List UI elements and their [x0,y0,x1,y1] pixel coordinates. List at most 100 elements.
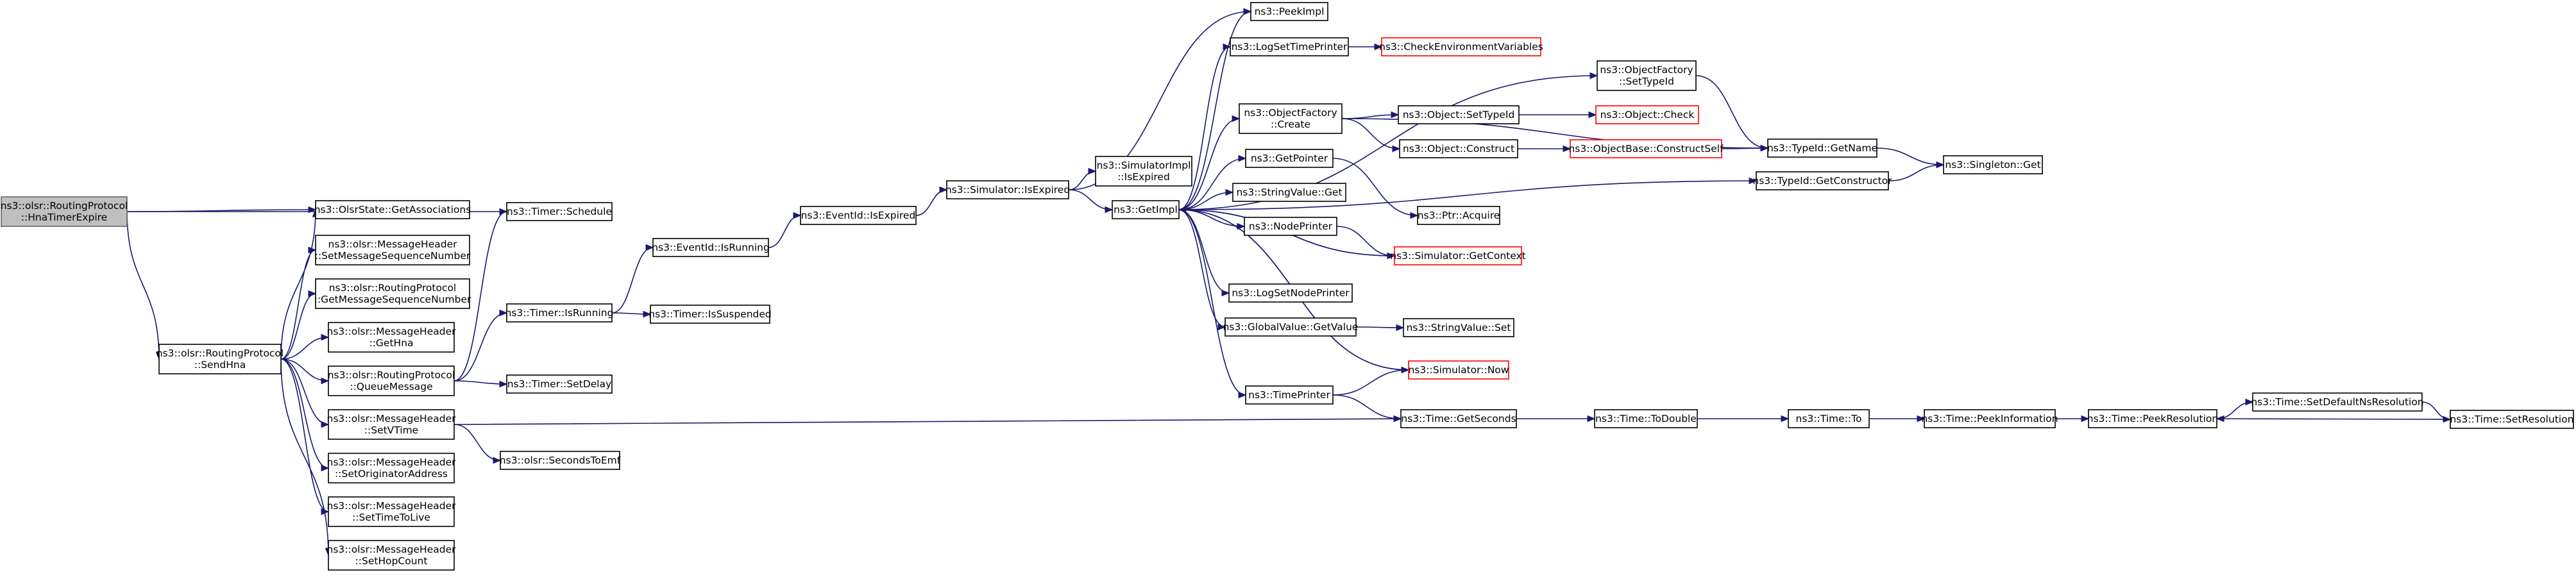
node-eventIdIsExpired[interactable]: ns3::EventId::IsExpired [800,206,917,225]
node-setTtl[interactable]: ns3::olsr::MessageHeader::SetTimeToLive [327,496,457,527]
node-label: ns3::Time::PeekInformation [1921,413,2058,424]
node-checkEnvVars[interactable]: ns3::CheckEnvironmentVariables [1379,37,1543,56]
edge-line [280,358,329,469]
node-box [506,374,613,394]
node-timeGetSeconds[interactable]: ns3::Time::GetSeconds [1400,409,1517,428]
node-objFactoryCreate[interactable]: ns3::ObjectFactory::Create [1239,103,1343,134]
edge-line [1341,118,1400,149]
node-timePrinter[interactable]: ns3::TimePrinter [1245,385,1334,405]
node-label: ns3::Timer::IsRunning [505,307,614,319]
node-setMsgSeq[interactable]: ns3::olsr::MessageHeader::SetMessageSequ… [315,235,471,265]
node-box [1239,103,1343,134]
arrowhead [1392,145,1401,153]
node-logSetNodePrinter[interactable]: ns3::LogSetNodePrinter [1228,283,1353,303]
node-eventIdIsRunning[interactable]: ns3::EventId::IsRunning [652,238,770,257]
edge-getImpl-to-getPointer [1178,155,1247,210]
node-box [1112,200,1180,219]
node-timeSetDefaultNsResolution[interactable]: ns3::Time::SetDefaultNsResolution [2251,392,2424,412]
node-queueMessage[interactable]: ns3::olsr::RoutingProtocol::QueueMessage [328,365,455,396]
node-peekImpl[interactable]: ns3::PeekImpl [1250,2,1328,21]
edge-line [2421,401,2451,420]
node-setOrigAddr[interactable]: ns3::olsr::MessageHeader::SetOriginatorA… [327,453,457,483]
node-box [650,305,770,324]
edge-getImpl-to-stringValueGet [1178,189,1234,210]
node-singletonGet[interactable]: ns3::Singleton::Get [1943,155,2043,174]
arrowhead [1088,167,1097,175]
node-simNow[interactable]: ns3::Simulator::Now [1408,360,1509,380]
node-objectCheck[interactable]: ns3::Object::Check [1595,105,1699,124]
node-box [652,238,769,257]
node-label: ns3::LogSetNodePrinter [1232,287,1350,299]
node-timePeekInformation[interactable]: ns3::Time::PeekInformation [1921,409,2058,428]
node-sendHna[interactable]: ns3::olsr::RoutingProtocol::SendHna [157,344,284,374]
node-nodePrinter[interactable]: ns3::NodePrinter [1244,217,1337,236]
node-box [946,180,1069,199]
node-label: ns3::SimulatorImpl [1097,160,1191,171]
node-timerIsSuspended[interactable]: ns3::Timer::IsSuspended [648,305,772,324]
node-box [1394,246,1522,265]
node-objBaseConstructSelf[interactable]: ns3::ObjectBase::ConstructSelf [1568,139,1724,158]
node-simGetContext[interactable]: ns3::Simulator::GetContext [1390,246,1526,265]
node-getImpl[interactable]: ns3::GetImpl [1112,200,1180,219]
node-hnaTimerExpire[interactable]: ns3::olsr::RoutingProtocol::HnaTimerExpi… [1,196,128,227]
node-logSetTimePrinter[interactable]: ns3::LogSetTimePrinter [1230,37,1349,56]
edge-globalValueGetValue-to-stringValueSet [1355,324,1405,331]
node-objectSetTypeId[interactable]: ns3::Object::SetTypeId [1398,105,1520,124]
node-getPointer[interactable]: ns3::GetPointer [1245,149,1334,168]
edge-line [915,189,947,216]
node-label: ns3::Time::To [1796,413,1862,424]
node-timerSetDelay[interactable]: ns3::Timer::SetDelay [506,374,613,394]
node-timePeekResolution[interactable]: ns3::Time::PeekResolution [2087,409,2218,428]
node-stringValueGet[interactable]: ns3::StringValue::Get [1232,183,1346,202]
node-label: ns3::Time::PeekResolution [2087,413,2218,424]
node-box [1398,105,1520,124]
edge-getImpl-to-objFactoryCreate [1178,115,1241,210]
edge-getImpl-to-objFactorySetTypeId [1178,72,1598,210]
node-timeToDouble[interactable]: ns3::Time::ToDouble [1594,409,1698,428]
arrowhead [1237,222,1246,230]
edge-line [1332,394,1402,419]
node-label: ns3::Time::SetDefaultNsResolution [2251,396,2423,408]
node-label: ns3::NodePrinter [1249,221,1333,232]
node-box [328,540,455,571]
edge-line [1068,171,1096,190]
node-setVTime[interactable]: ns3::olsr::MessageHeader::SetVTime [327,409,457,440]
arrowhead [793,212,802,219]
node-ptrAcquire[interactable]: ns3::Ptr::Acquire [1417,206,1500,225]
node-box [500,451,620,470]
node-simIsExpired[interactable]: ns3::Simulator::IsExpired [945,180,1070,199]
node-objectConstruct[interactable]: ns3::Object::Construct [1399,139,1518,158]
edge-line [1178,46,1231,210]
node-box [1417,206,1500,225]
node-getMsgSeq[interactable]: ns3::olsr::RoutingProtocol::GetMessageSe… [314,278,471,309]
arrowhead [493,457,502,464]
node-globalValueGetValue[interactable]: ns3::GlobalValue::GetValue [1223,317,1359,337]
node-secondsToEmf[interactable]: ns3::olsr::SecondsToEmf [500,451,621,470]
edge-sendHna-to-getMsgSeq [280,290,317,360]
arrowhead [1374,43,1383,51]
edge-line [1178,118,1240,210]
node-label: ns3::olsr::SecondsToEmf [500,455,621,466]
node-typeIdGetName[interactable]: ns3::TypeId::GetName [1767,138,1877,158]
arrowhead [1393,415,1402,423]
node-setHopCount[interactable]: ns3::olsr::MessageHeader::SetHopCount [327,540,457,571]
node-box [1788,409,1870,428]
node-timeSetResolution[interactable]: ns3::Time::SetResolution [2450,410,2574,429]
arrowhead [1396,324,1405,331]
edge-line [453,418,1402,425]
node-typeIdGetConstructor[interactable]: ns3::TypeId::GetConstructor [1752,171,1892,190]
node-timerIsRunning[interactable]: ns3::Timer::IsRunning [505,303,614,323]
edge-simIsExpired-to-simImplIsExpired [1068,167,1097,190]
node-label: ns3::GetPointer [1251,153,1328,164]
node-timerSchedule[interactable]: ns3::Timer::Schedule [506,202,613,221]
node-stringValueSet[interactable]: ns3::StringValue::Set [1403,318,1514,337]
node-getAssociations[interactable]: ns3::OlsrState::GetAssociations [314,200,471,219]
node-timeTo[interactable]: ns3::Time::To [1788,409,1870,428]
node-simImplIsExpired[interactable]: ns3::SimulatorImpl::IsExpired [1095,156,1192,187]
edge-timerIsRunning-to-eventIdIsRunning [611,244,654,314]
node-objFactorySetTypeId[interactable]: ns3::ObjectFactory::SetTypeId [1597,60,1697,91]
node-label: ns3::ObjectFactory [1244,107,1337,119]
edge-queueMessage-to-timerSchedule [453,208,508,382]
node-getHna[interactable]: ns3::olsr::MessageHeader::GetHna [327,322,457,353]
